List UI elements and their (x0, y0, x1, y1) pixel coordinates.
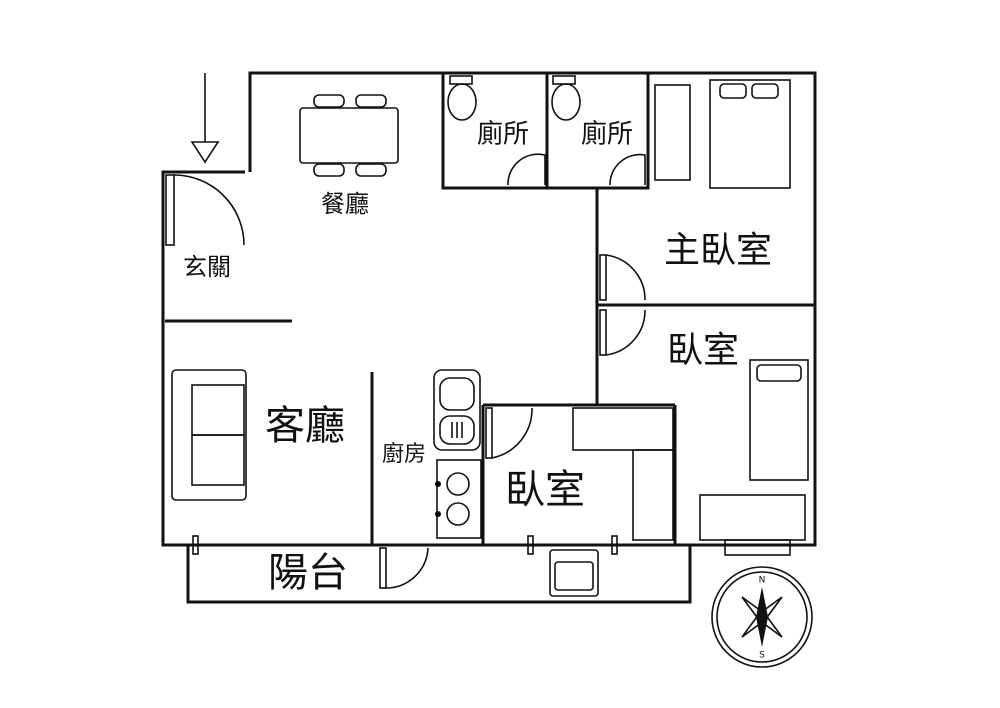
entry-arrow-icon (190, 73, 220, 164)
walls (161, 71, 817, 604)
label-bedroom-middle: 臥室 (505, 467, 585, 513)
sofa-icon (171, 369, 247, 501)
compass-north: N (759, 576, 766, 586)
toilet-icon (447, 75, 477, 121)
stove-icon (435, 459, 482, 539)
bed-icon (709, 79, 791, 189)
label-living: 客廳 (265, 403, 345, 449)
label-kitchen: 廚房 (382, 442, 426, 467)
toilet-icon (551, 75, 581, 121)
compass-south: S (759, 651, 765, 661)
room-labels: 廁所 廁所 主臥室 臥室 餐廳 玄關 客廳 廚房 臥室 陽台 (183, 120, 772, 597)
washing-machine-icon (549, 549, 599, 597)
dining-table-icon (299, 107, 399, 164)
compass-icon: N S (711, 566, 813, 668)
doors (165, 153, 646, 589)
furniture (171, 75, 809, 597)
sink-icon (433, 369, 481, 451)
label-toilet-1: 廁所 (477, 120, 529, 150)
bed-icon (749, 359, 809, 481)
desk-icon (699, 494, 806, 541)
cabinet-icon (572, 407, 674, 451)
label-master-bedroom: 主臥室 (664, 230, 772, 271)
label-balcony: 陽台 (268, 550, 348, 596)
label-toilet-2: 廁所 (581, 120, 633, 150)
label-entrance: 玄關 (183, 253, 231, 281)
label-dining: 餐廳 (321, 190, 369, 218)
label-bedroom-right: 臥室 (667, 330, 739, 371)
wardrobe-icon (654, 84, 691, 181)
